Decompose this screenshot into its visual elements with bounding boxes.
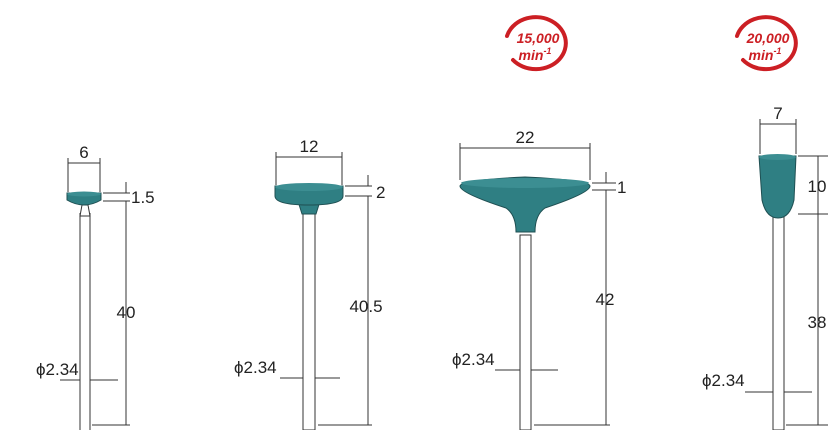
tool-1: 6 1.5 40 ϕ2.34	[36, 143, 155, 430]
tool-2-head-height-dimension	[345, 175, 372, 197]
tool-3-width-label: 22	[516, 128, 535, 147]
tool-4-width-label: 7	[773, 104, 782, 123]
tool-1-length-label: 40	[117, 303, 136, 322]
tool-4-head-height-label: 10	[808, 177, 827, 196]
tool-4-speed-value: 20,000	[746, 30, 790, 46]
tool-3-head-height-label: 1	[617, 178, 626, 197]
tool-3-shank	[519, 234, 532, 430]
tool-4-speed-badge: 20,000 min-1	[735, 15, 798, 72]
tool-4-head-height-dimension	[798, 155, 828, 215]
tool-3-head	[459, 176, 591, 233]
tool-4: 7 10 38 ϕ2.34 20,000 min-1	[702, 15, 828, 430]
tool-1-width-label: 6	[79, 143, 88, 162]
tool-3-head-height-dimension	[592, 172, 616, 191]
tool-3-speed-badge: 15,000 min-1	[505, 15, 568, 72]
tool-4-length-dimension	[786, 214, 828, 426]
tool-2-width-dimension	[275, 152, 343, 185]
tool-1-diameter-label: ϕ2.34	[36, 360, 79, 379]
tool-2-length-dimension	[318, 196, 372, 426]
tool-3-length-label: 42	[596, 290, 615, 309]
tool-2-length-label: 40.5	[349, 297, 382, 316]
tool-3-speed-value: 15,000	[517, 30, 560, 46]
tool-4-length-label: 38	[808, 313, 827, 332]
tool-3-length-dimension	[534, 190, 610, 426]
tool-1-length-dimension	[92, 201, 130, 426]
tool-2: 12 2 40.5 ϕ2.34	[234, 137, 385, 430]
tool-4-width-dimension	[759, 119, 797, 154]
tool-2-width-label: 12	[300, 137, 319, 156]
tool-2-diameter-label: ϕ2.34	[234, 358, 277, 377]
tool-1-head-height-label: 1.5	[131, 188, 155, 207]
tool-2-head	[274, 185, 344, 206]
tool-3: 22 1 42 ϕ2.34 15,000 min-1	[452, 15, 626, 430]
tool-4-speed-unit: min-1	[749, 46, 782, 63]
tool-3-diameter-label: ϕ2.34	[452, 350, 495, 369]
tool-3-speed-unit: min-1	[519, 46, 552, 63]
tool-1-head-height-dimension	[103, 182, 130, 202]
tool-4-diameter-label: ϕ2.34	[702, 371, 745, 390]
tool-4-head	[758, 155, 797, 219]
tool-4-shank	[772, 214, 785, 430]
tool-2-head-height-label: 2	[376, 183, 385, 202]
tool-2-shank	[302, 204, 316, 430]
tool-1-neck	[79, 204, 91, 217]
tool-1-width-dimension	[67, 158, 101, 192]
tool-3-width-dimension	[459, 143, 591, 180]
